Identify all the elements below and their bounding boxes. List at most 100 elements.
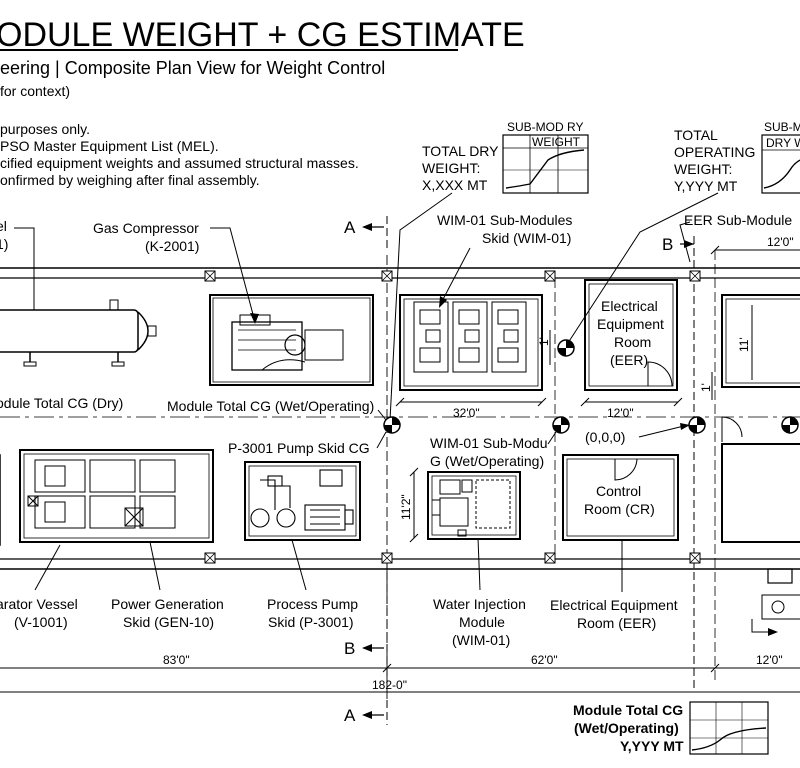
- pump-skid-cg-label: P-3001 Pump Skid CG: [228, 440, 370, 456]
- bottom-mini-chart: [689, 701, 769, 755]
- svg-text:A: A: [344, 706, 356, 725]
- gas-compressor-label-1: Gas Compressor: [93, 220, 199, 236]
- op-mini-chart-curve: [763, 159, 800, 189]
- dry-weight-label-1: TOTAL DRY: [422, 143, 499, 159]
- process-pump-skid-p3001: [244, 461, 361, 541]
- wim-submodules-skid: [399, 294, 543, 391]
- power-generation-skid-gen10: [19, 449, 214, 543]
- op-mini-chart-title-2: DRY W: [766, 136, 800, 150]
- op-weight-leader: [565, 192, 719, 347]
- svg-text:B: B: [344, 639, 355, 658]
- water-injection-module-wim01: [427, 471, 521, 540]
- dry-weight-leader: [389, 192, 453, 421]
- op-weight-label-3: WEIGHT:: [674, 161, 732, 177]
- general-notes: purposes only. PSO Master Equipment List…: [0, 121, 359, 188]
- cg-marker-eer: [557, 339, 575, 357]
- eer-room-label-3: Room: [614, 334, 651, 350]
- module-cg-wet-summary: Module Total CG (Wet/Operating) Y,YYY MT: [573, 701, 769, 755]
- eer-room-label-4: (EER): [610, 352, 648, 368]
- water-injection-label-1: Water Injection: [433, 596, 526, 612]
- op-mini-chart: [761, 134, 800, 194]
- dry-mini-chart-title-1: SUB-MOD RY: [507, 120, 583, 134]
- gas-compressor-label-2: (K-2001): [145, 238, 199, 254]
- dry-mini-chart-title-2: WEIGHT: [532, 135, 581, 149]
- control-room-label-1: Control: [596, 483, 641, 499]
- dimension-lines: [0, 245, 800, 693]
- dim-83ft: 83'0": [163, 653, 190, 667]
- power-gen-label-1: Power Generation: [111, 596, 224, 612]
- op-mini-chart-title-1: SUB-M: [764, 120, 800, 134]
- drawing-title: ODULE WEIGHT + CG ESTIMATE: [0, 16, 525, 54]
- separator-label-2: (V-1001): [14, 614, 68, 630]
- eer-bottom-label-2: Room (EER): [577, 615, 656, 631]
- eer-bottom-label-1: Electrical Equipment: [550, 597, 678, 613]
- dim-62ft: 62'0": [531, 653, 558, 667]
- bottom-cg-label-1: Module Total CG: [573, 702, 683, 718]
- right-edge-equipment: [751, 568, 800, 636]
- process-pump-label-1: Process Pump: [267, 596, 358, 612]
- water-injection-label-3: (WIM-01): [452, 632, 510, 648]
- cg-marker-wim: [552, 416, 570, 434]
- vessel-callout-line-2: 1): [0, 236, 8, 252]
- control-room-label-2: Room (CR): [584, 501, 655, 517]
- vessel-equipment: [0, 299, 157, 367]
- dim-eer-12ft: 12'0": [607, 406, 634, 420]
- origin-label: (0,0,0): [585, 429, 625, 445]
- dry-mini-chart-curve: [505, 149, 585, 189]
- gas-compressor-k2001: [209, 294, 374, 386]
- control-room-cr: [562, 454, 679, 541]
- eer-room-top: [584, 279, 678, 391]
- note-line-3: cified equipment weights and assumed str…: [0, 155, 359, 171]
- dry-weight-label-2: WEIGHT:: [422, 160, 480, 176]
- dim-vertical-11ft-eer: 11': [737, 337, 751, 352]
- module-deck-outline: [0, 250, 800, 700]
- power-gen-label-2: Skid (GEN-10): [123, 614, 214, 630]
- process-pump-label-2: Skid (P-3001): [268, 614, 354, 630]
- cg-marker-right: [781, 416, 799, 434]
- door-swing-origin: [721, 416, 743, 442]
- section-mark-b-top: B: [662, 235, 695, 690]
- module-cg-wet-label: Module Total CG (Wet/Operating): [167, 398, 374, 414]
- separator-label-1: arator Vessel: [0, 596, 78, 612]
- dim-vertical-1ft-left: 1': [537, 337, 551, 346]
- module-cg-dry-label: odule Total CG (Dry): [0, 395, 123, 411]
- dry-mini-chart: [502, 134, 589, 194]
- section-mark-a-bottom: A: [344, 700, 388, 725]
- bottom-cg-value: Y,YYY MT: [620, 738, 684, 754]
- dim-vertical-1ft-right: 1': [699, 383, 713, 392]
- column-markers: [204, 270, 701, 564]
- dim-wim-32ft: 32'0": [453, 406, 480, 420]
- eer-room-label-1: Electrical: [601, 298, 658, 314]
- dim-top-12ft: 12'0": [767, 235, 794, 249]
- context-note: for context): [0, 83, 70, 99]
- dim-182ft: 182-0": [372, 678, 407, 692]
- operating-weight-summary: TOTAL OPERATING WEIGHT: Y,YYY MT SUB-M D…: [565, 120, 800, 347]
- right-room-top: [721, 294, 800, 388]
- cg-marker-dry: [383, 416, 401, 434]
- water-injection-label-2: Module: [459, 614, 505, 630]
- right-room-bottom: [721, 443, 800, 543]
- bottom-cg-label-2: (Wet/Operating): [574, 720, 679, 736]
- dim-12ft-bottom: 12'0": [756, 653, 783, 667]
- dry-weight-value: X,XXX MT: [422, 177, 488, 193]
- op-weight-label-1: TOTAL: [674, 127, 718, 143]
- note-line-2: PSO Master Equipment List (MEL).: [0, 138, 219, 154]
- op-weight-label-2: OPERATING: [674, 144, 755, 160]
- wim-submodules-label-1: WIM-01 Sub-Modules: [437, 212, 572, 228]
- section-mark-a-top: A: [344, 216, 388, 250]
- dim-vertical-11ft2-wim: 11'2": [399, 494, 413, 520]
- note-line-1: purposes only.: [0, 121, 90, 137]
- svg-text:A: A: [344, 218, 356, 237]
- dry-weight-summary: TOTAL DRY WEIGHT: X,XXX MT SUB-MOD RY WE…: [389, 120, 589, 421]
- eer-room-label-2: Equipment: [597, 316, 664, 332]
- wim-submodules-label-2: Skid (WIM-01): [482, 230, 571, 246]
- eer-submodule-label: EER Sub-Module: [684, 212, 792, 228]
- svg-text:B: B: [662, 235, 673, 254]
- wim-sub-cg-label-1: WIM-01 Sub-Modu: [430, 435, 547, 451]
- cg-marker-origin: [688, 416, 706, 434]
- drawing-subtitle: eering | Composite Plan View for Weight …: [0, 58, 385, 78]
- note-line-4: onfirmed by weighing after final assembl…: [0, 172, 260, 188]
- vessel-callout-line-1: el: [0, 218, 7, 234]
- op-weight-value: Y,YYY MT: [674, 178, 738, 194]
